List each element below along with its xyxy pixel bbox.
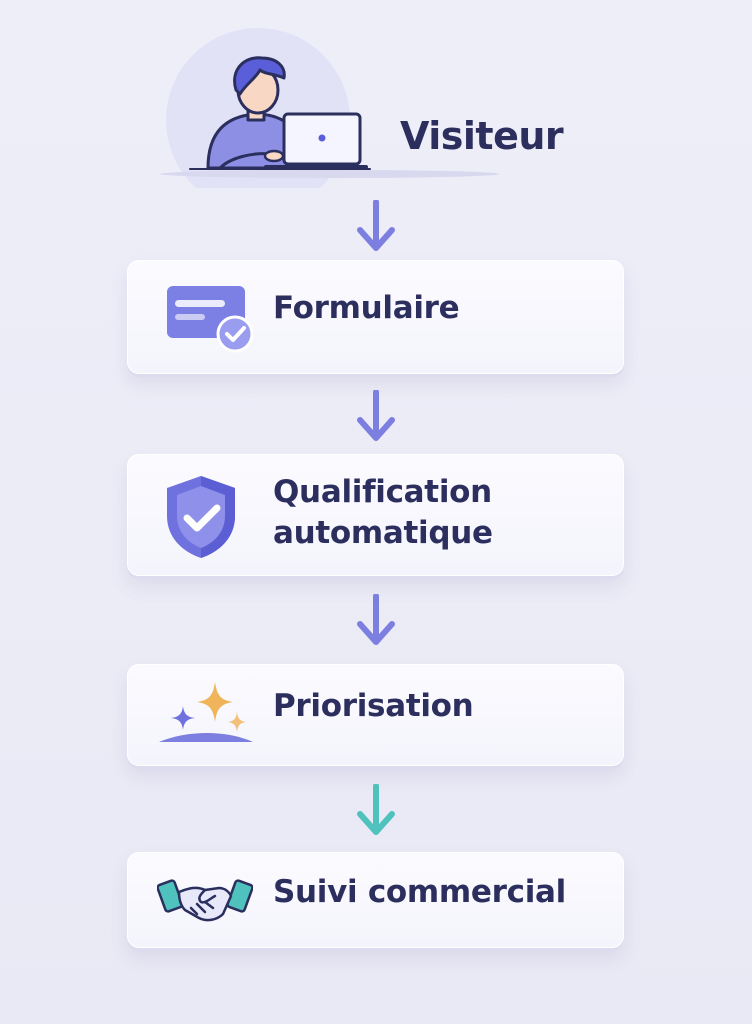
qualification-label-line2: automatique	[273, 515, 493, 551]
followup-label: Suivi commercial	[273, 874, 566, 910]
form-label: Formulaire	[273, 290, 460, 326]
shield-check-icon	[167, 476, 235, 558]
visitor-step: Visiteur	[160, 28, 620, 188]
form-check-icon	[167, 286, 253, 353]
step-card-qualification: Qualification automatique	[127, 454, 624, 576]
person-laptop-icon	[160, 28, 500, 188]
arrow-down-icon	[357, 784, 395, 835]
arrow-down-icon	[357, 390, 395, 441]
prioritization-label: Priorisation	[273, 688, 474, 724]
sparkles-icon	[159, 682, 253, 742]
qualification-label: Qualification automatique	[273, 472, 493, 554]
step-card-form: Formulaire	[127, 260, 624, 374]
handshake-icon	[157, 879, 253, 922]
step-card-prioritization: Priorisation	[127, 664, 624, 766]
arrow-down-icon	[357, 200, 395, 251]
arrow-down-icon	[357, 594, 395, 645]
step-card-followup: Suivi commercial	[127, 852, 624, 948]
visitor-title: Visiteur	[400, 114, 564, 158]
qualification-label-line1: Qualification	[273, 474, 492, 510]
